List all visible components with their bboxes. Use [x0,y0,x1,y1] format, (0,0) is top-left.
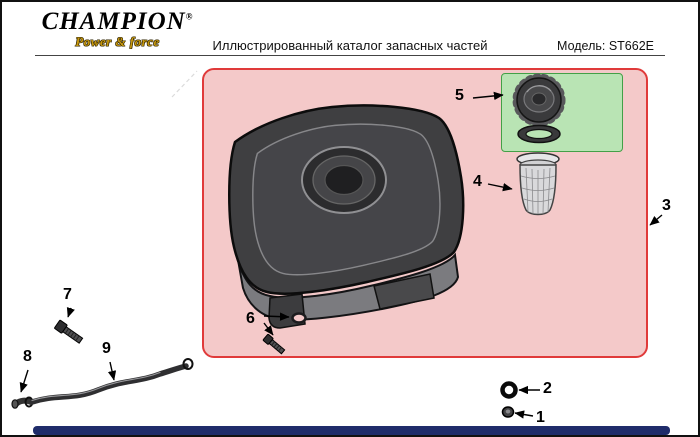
footer-bar [33,426,670,435]
callout-5: 5 [455,87,464,104]
fuel-cap-drawing [512,73,566,127]
fuel-hose-drawing [29,358,194,405]
catalog-title: Иллюстрированный каталог запасных частей [212,38,488,53]
callout-6: 6 [246,310,255,327]
cap-gasket-drawing [517,124,561,144]
grommet-drawing [501,406,515,418]
brand-wordmark: CHAMPION® [35,9,200,34]
flange-bolt-drawing [54,319,84,344]
tank-bolt-washer-drawing [262,312,307,355]
model-label: Модель: ST662E [557,39,654,53]
callout-3: 3 [662,197,671,214]
callout-8: 8 [23,348,32,365]
registered-mark: ® [185,11,194,22]
champion-logo: CHAMPION® Power & force [35,9,200,50]
brand-tagline: Power & force [75,34,160,49]
oring-drawing [500,381,518,399]
fuel-strainer-drawing [516,152,560,216]
callout-4: 4 [473,173,482,190]
header-divider [35,55,665,56]
brand-text: CHAMPION [41,8,186,35]
callout-7: 7 [63,286,72,303]
callout-9: 9 [102,340,111,357]
fuel-tank-drawing [228,104,465,329]
callout-1: 1 [536,409,545,426]
callout-2: 2 [543,380,552,397]
callout-arrows [19,91,663,419]
scan-artifact-dashes [171,70,198,98]
